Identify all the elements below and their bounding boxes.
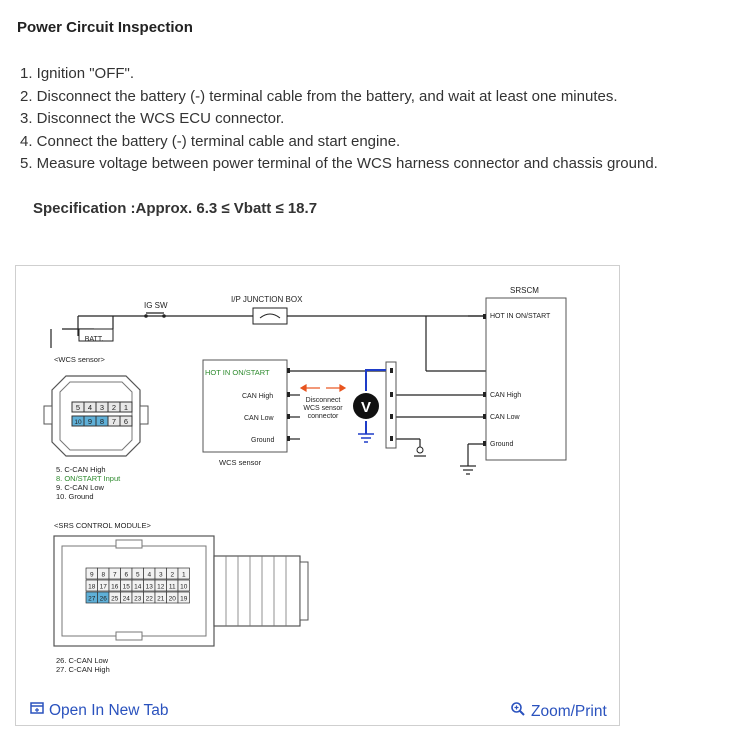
wcs-pin: 9 [88,417,92,426]
wcs-pin-legend: 5. C-CAN High [56,465,106,474]
step-item: 3. Disconnect the WCS ECU connector. [20,110,285,127]
step-item: 5. Measure voltage between power termina… [20,155,658,172]
srs-pin: 8 [101,572,105,579]
zoom-print-link[interactable]: Zoom/Print [510,701,607,722]
srs-pin-cell [177,591,190,604]
wcs-pin: 4 [88,403,92,412]
wcs-pin-legend: 10. Ground [56,492,94,501]
procedure-steps: 1. Ignition "OFF". 2. Disconnect the bat… [20,63,658,176]
srs-pin: 15 [123,584,131,591]
srscm-can-high-label: CAN High [490,392,521,399]
wcs-sensor-label: WCS sensor [219,458,262,467]
srs-pin: 10 [180,584,188,591]
wcs-pin: 2 [112,403,116,412]
circuit-diagram-figure: IG SW BATT. I/P JUNCTION BOX SRSCM HOT I… [15,265,620,726]
wcs-pin: 7 [112,417,116,426]
srs-pin: 24 [123,596,131,603]
srs-pin: 18 [88,584,96,591]
open-tab-icon [30,701,44,720]
probe-wire-positive [365,369,386,391]
open-in-new-tab-label: Open In New Tab [49,701,169,719]
step-item: 2. Disconnect the battery (-) terminal c… [20,87,618,105]
srs-pin: 19 [180,596,188,603]
voltmeter-icon [353,393,379,419]
wcs-pin: 5 [76,403,80,412]
wcs-pin-legend: 9. C-CAN Low [56,483,105,492]
wcs-pin: 3 [100,403,104,412]
srs-pin: 26 [100,596,108,603]
wcs-hot-label: HOT IN ON/START [205,368,270,377]
step-item: 4. Connect the battery (-) terminal cabl… [20,132,401,150]
disconnect-note-line3: connector [308,413,339,420]
srs-pin: 21 [157,596,165,603]
voltmeter-label: V [361,399,371,416]
wcs-pin: 6 [124,417,128,426]
wcs-pin: 1 [124,403,128,412]
srs-pin: 2 [170,572,174,579]
wcs-pin: 8 [100,417,104,426]
srs-pin: 17 [100,584,108,591]
srs-pin-legend: 26. C-CAN Low [56,656,109,665]
srs-pin: 11 [169,584,176,591]
battery-symbol [78,328,114,342]
srs-pin: 12 [157,584,165,591]
srs-pin: 20 [169,596,177,603]
srs-pin: 23 [134,596,142,603]
step-item: 1. Ignition "OFF". [20,65,135,82]
srs-pin-legend: 27. C-CAN High [56,665,110,674]
page-title: Power Circuit Inspection [17,19,193,36]
srs-pin: 3 [159,572,163,579]
srs-pin-cell [177,579,190,592]
wcs-can-low-label: CAN Low [244,415,275,422]
srs-pin: 1 [182,572,186,579]
srs-pin: 5 [136,572,140,579]
chassis-ground-icon [416,446,424,454]
open-in-new-tab-link[interactable]: Open In New Tab [30,701,168,720]
srs-pin-cell [177,567,190,580]
junction-box-label: I/P JUNCTION BOX [231,295,303,304]
harness-connector [385,361,397,449]
srs-pin: 9 [90,572,94,579]
fuse-symbol [252,307,288,325]
wcs-pin-legend: 8. ON/START Input [56,474,121,483]
srscm-box [485,297,567,461]
srs-pin: 4 [147,572,151,579]
srscm-label: SRSCM [510,286,539,295]
srs-pin: 22 [146,596,154,603]
ig-sw-label: IG SW [144,301,168,310]
srs-pin: 27 [88,596,96,603]
specification: Specification :Approx. 6.3 ≤ Vbatt ≤ 18.… [33,200,318,217]
battery-label: BATT. [85,336,104,343]
disconnect-note-line1: Disconnect [306,397,341,404]
wcs-pin: 10 [74,419,82,426]
srscm-can-low-label: CAN Low [490,414,521,421]
srs-pin: 25 [111,596,119,603]
srs-pin: 6 [124,572,128,579]
zoom-print-label: Zoom/Print [531,702,607,720]
disconnect-note-line2: WCS sensor [303,405,343,412]
srs-pin: 13 [146,584,154,591]
srscm-ground-label: Ground [490,441,513,448]
wcs-ground-label: Ground [251,437,274,444]
srs-pin: 14 [134,584,142,591]
srs-connector-title: <SRS CONTROL MODULE> [54,521,151,530]
circuit-diagram: IG SW BATT. I/P JUNCTION BOX SRSCM HOT I… [43,286,567,674]
wcs-connector-title: <WCS sensor> [54,355,105,364]
srs-pin: 16 [111,584,119,591]
wcs-can-high-label: CAN High [242,393,273,400]
srscm-hot-label: HOT IN ON/START [490,313,551,320]
zoom-icon [510,701,526,722]
wcs-sensor-box [202,359,288,453]
srs-pin: 7 [113,572,117,579]
